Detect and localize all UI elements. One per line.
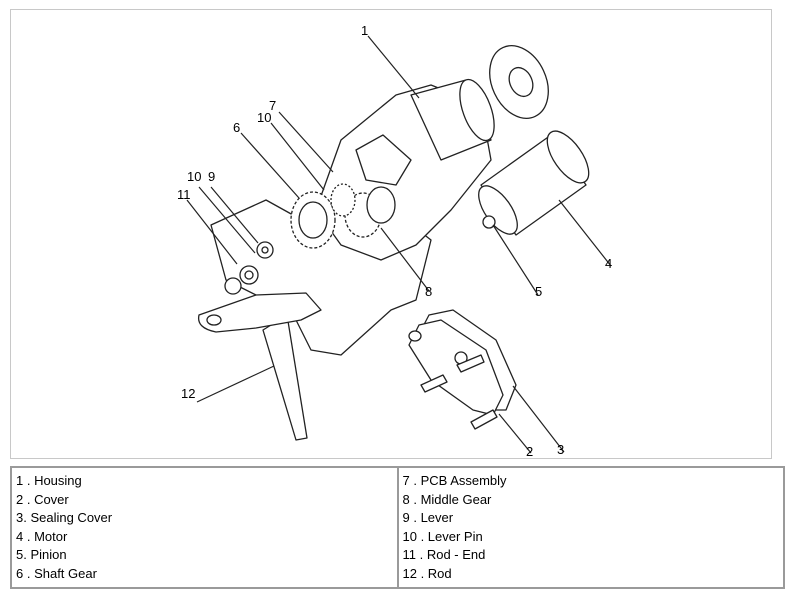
bolt-1 [420, 374, 448, 393]
callout-8: 8 [425, 284, 432, 299]
callout-10-upper: 10 [257, 110, 271, 125]
callout-7: 7 [269, 98, 276, 113]
legend-item: 11 . Rod - End [402, 547, 486, 562]
pinion-part [482, 215, 496, 229]
callout-4: 4 [605, 256, 612, 271]
legend-item: 6 . Shaft Gear [16, 565, 97, 581]
callout-5: 5 [535, 284, 542, 299]
legend-item: 12 . Rod [402, 565, 452, 581]
legend-right-column: 7 . PCB Assembly 8 . Middle Gear 9 . Lev… [396, 466, 785, 589]
lever-hole [206, 314, 222, 326]
callout-12: 12 [181, 386, 195, 401]
legend-item: 8 . Middle Gear [402, 491, 492, 507]
legend-item: 7 . PCB Assembly [402, 473, 507, 488]
legend-item: 3. Sealing Cover [16, 510, 113, 525]
callout-3: 3 [557, 442, 564, 457]
legend-left-column: 1 . Housing 2 . Cover 3. Sealing Cover 4… [10, 466, 399, 589]
legend-item: 10 . Lever Pin [402, 528, 483, 544]
legend-item: 1 . Housing [16, 473, 82, 488]
bolt-3 [456, 354, 485, 373]
callout-10-lower: 10 [187, 169, 201, 184]
lever-arm [197, 292, 322, 333]
callout-11: 11 [177, 187, 191, 202]
bolt-2 [470, 409, 498, 430]
rod-end-part [224, 277, 242, 295]
parts-legend-table: 1 . Housing 2 . Cover 3. Sealing Cover 4… [10, 466, 785, 589]
legend-item: 5. Pinion [16, 547, 67, 562]
rod-part [262, 314, 308, 441]
callout-1: 1 [361, 23, 368, 38]
legend-item: 2 . Cover [16, 491, 69, 507]
diagram-drawing: 1 7 10 6 10 9 11 8 5 4 12 2 3 [177, 23, 612, 459]
callout-2: 2 [526, 444, 533, 459]
legend-item: 9 . Lever [402, 510, 454, 525]
callout-6: 6 [233, 120, 240, 135]
legend-item: 4 . Motor [16, 528, 68, 544]
exploded-diagram: 1 7 10 6 10 9 11 8 5 4 12 2 3 [10, 9, 772, 459]
callout-9: 9 [208, 169, 215, 184]
cover-part [408, 319, 504, 416]
